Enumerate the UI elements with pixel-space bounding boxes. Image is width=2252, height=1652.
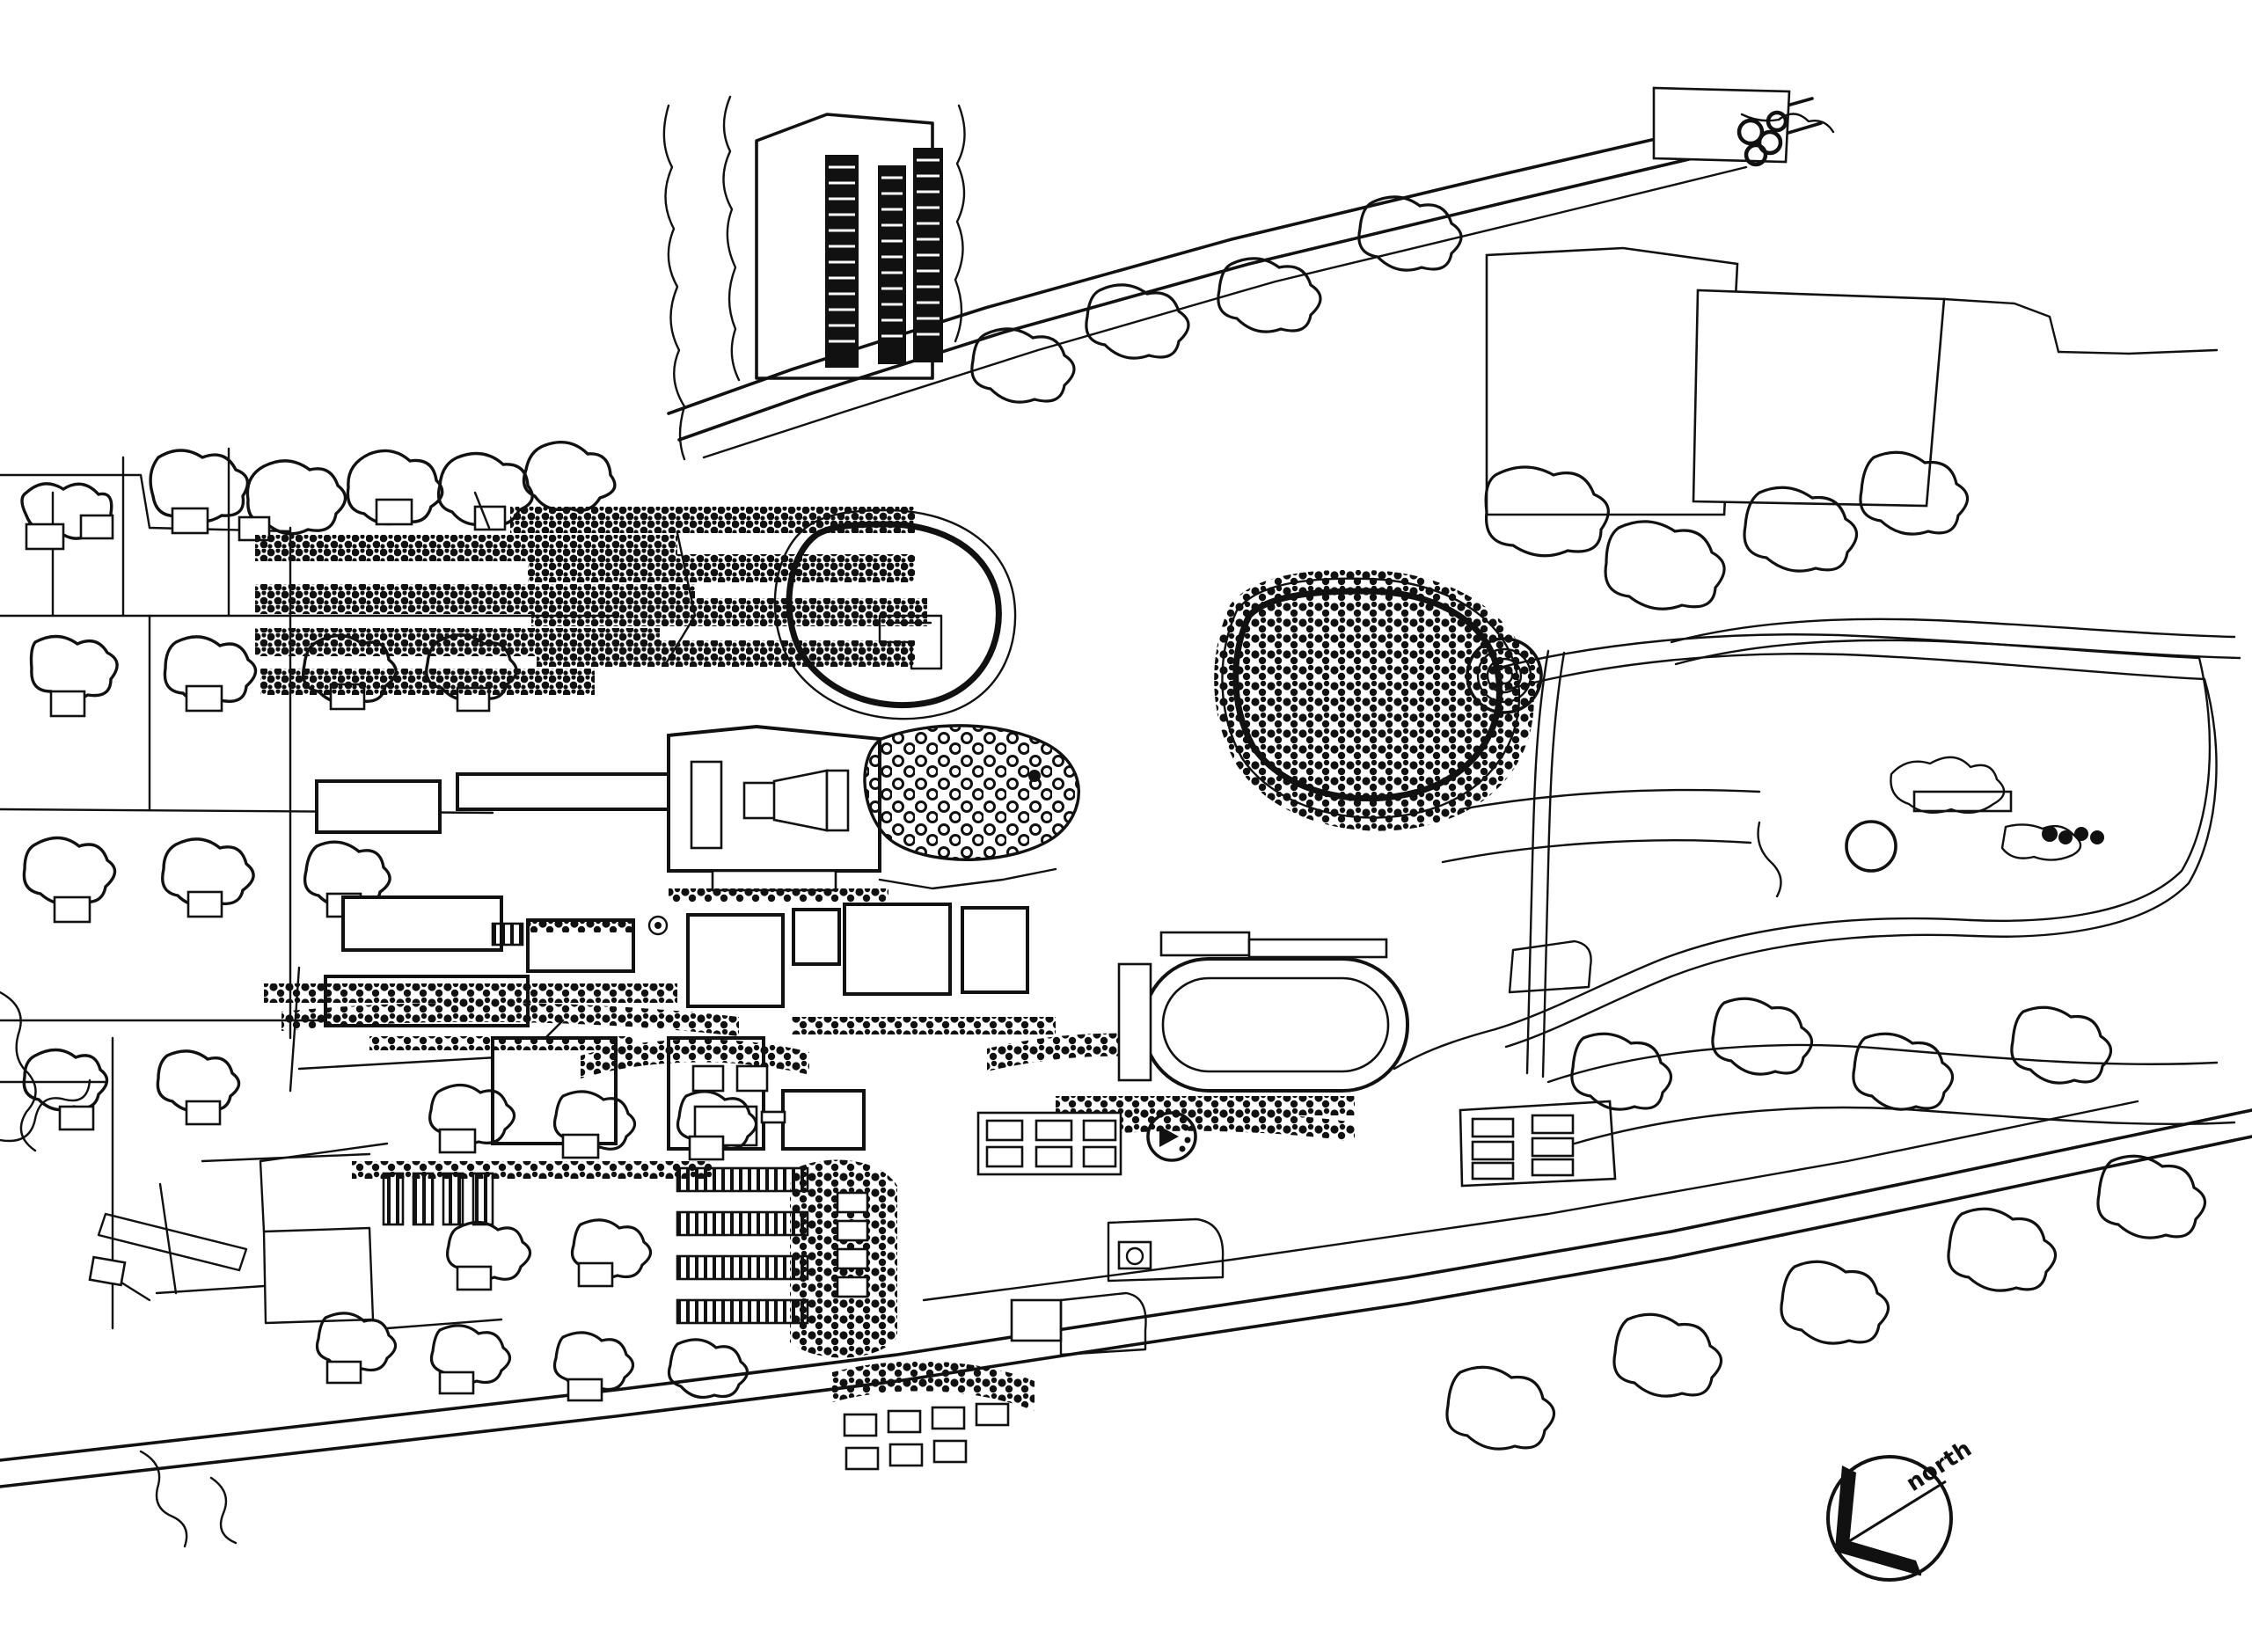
- compass-rose: north: [1812, 1434, 1988, 1619]
- northeast-orchard-grids: [1485, 86, 2219, 516]
- south-campus-courts: [976, 931, 1617, 1283]
- south-housing-cluster: [790, 1159, 1147, 1471]
- west-airfield-symbol: [88, 1182, 248, 1302]
- south-suburb: [139, 966, 758, 1548]
- compass-bearing-line: [1834, 1480, 1947, 1552]
- south-diagonal-arterial: [0, 1100, 2252, 1488]
- perimeter-vegetation: [970, 195, 2207, 1451]
- right-field-edges: [1441, 788, 2236, 1145]
- east-open-parkland: [1670, 618, 2241, 898]
- compass-arrow-upper: [1835, 1466, 1856, 1550]
- east-lake: [1214, 569, 1543, 831]
- compass-arrow-lower: [1835, 1539, 1921, 1575]
- north-residential-towers: [662, 95, 966, 461]
- upper-left-parking: [255, 491, 927, 695]
- west-neighborhood: [0, 441, 618, 1330]
- campus-tree-lines: [264, 983, 1355, 1179]
